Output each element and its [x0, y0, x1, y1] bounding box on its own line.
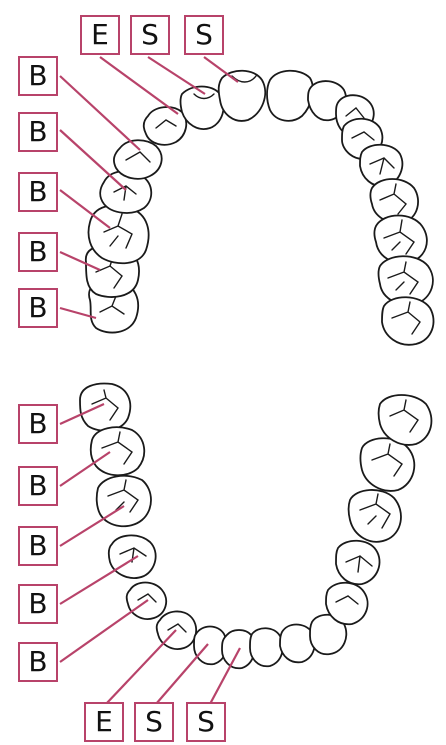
lower-label-b4: B: [18, 584, 58, 624]
lower-label-b1: B: [18, 404, 58, 444]
leader-lower-s1: [155, 643, 209, 705]
lower-left-molar-3: [377, 394, 433, 446]
upper-label-b1: B: [18, 56, 58, 96]
leader-lower-b4: [59, 555, 139, 605]
lower-right-molar-2: [89, 426, 146, 477]
upper-label-b5: B: [18, 288, 58, 328]
leader-upper-b3: [59, 189, 111, 229]
lower-left-premolar-1: [325, 581, 369, 626]
upper-left-central-incisor: [266, 69, 314, 122]
leader-upper-s2: [203, 56, 239, 83]
lower-left-central-incisor: [249, 627, 284, 668]
lower-left-lateral-incisor: [279, 623, 316, 664]
leader-lower-e: [105, 629, 177, 705]
upper-left-molar-4: [381, 296, 435, 346]
leader-lower-s2: [209, 647, 241, 705]
upper-label-s2: S: [184, 15, 224, 55]
lower-left-molar-1: [347, 489, 402, 543]
upper-arch: [85, 69, 435, 346]
leader-upper-s1: [147, 56, 206, 95]
leader-upper-b1: [59, 75, 141, 151]
upper-right-canine: [142, 106, 188, 146]
lower-label-s2: S: [186, 702, 226, 742]
leader-upper-e: [99, 56, 179, 115]
lower-right-lateral-incisor: [193, 625, 228, 666]
upper-label-b2: B: [18, 112, 58, 152]
lower-arch: [79, 382, 433, 670]
upper-right-premolar-1: [113, 139, 163, 180]
lower-label-b5: B: [18, 642, 58, 682]
lower-label-e: E: [84, 702, 124, 742]
leader-lower-b5: [59, 599, 149, 663]
leader-lower-b2: [59, 451, 111, 487]
leader-lines: [59, 56, 241, 705]
upper-label-s1: S: [130, 15, 170, 55]
lower-right-molar-3: [79, 382, 132, 432]
leader-upper-b2: [59, 129, 127, 191]
lower-label-b3: B: [18, 526, 58, 566]
leader-lower-b1: [59, 402, 105, 426]
lower-label-b2: B: [18, 466, 58, 506]
upper-label-e: E: [80, 15, 120, 55]
lower-left-molar-2: [359, 437, 416, 492]
leader-upper-b4: [59, 250, 101, 272]
upper-right-central-incisor: [217, 69, 267, 122]
lower-left-premolar-2: [335, 539, 381, 586]
upper-label-b4: B: [18, 232, 58, 272]
leader-upper-b5: [59, 306, 97, 320]
upper-label-b3: B: [18, 172, 58, 212]
lower-label-s1: S: [134, 702, 174, 742]
upper-right-molar-1: [87, 204, 150, 265]
upper-right-lateral-incisor: [179, 85, 225, 130]
leader-lower-b3: [59, 505, 125, 547]
